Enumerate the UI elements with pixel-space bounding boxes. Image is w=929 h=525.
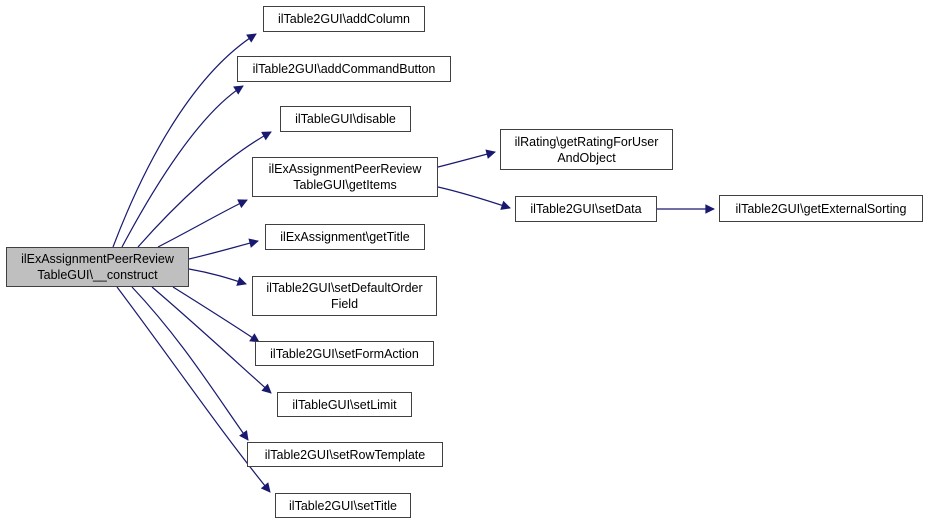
edge-construct-addcommandbutton (121, 85, 244, 248)
edge-getitems-getratingforuserandobject (437, 149, 496, 168)
edge-getitems-setdata (437, 186, 511, 210)
node-iltable2gui-setdefaultorderfield[interactable]: ilTable2GUI\setDefaultOrder Field (252, 276, 437, 316)
node-iltable2gui-addcolumn[interactable]: ilTable2GUI\addColumn (263, 6, 425, 32)
node-ilrating-getratingforuserandobject[interactable]: ilRating\getRatingForUser AndObject (500, 129, 673, 170)
edge-construct-disable (137, 131, 272, 248)
edge-construct-setrowtemplate (131, 286, 249, 441)
node-ilexassignmentpeerreviewtablegui-construct: ilExAssignmentPeerReview TableGUI\__cons… (6, 247, 189, 287)
node-iltablegui-disable[interactable]: ilTableGUI\disable (280, 106, 411, 132)
node-ilexassignment-gettitle[interactable]: ilExAssignment\getTitle (265, 224, 425, 250)
node-iltable2gui-getexternalsorting[interactable]: ilTable2GUI\getExternalSorting (719, 195, 923, 222)
node-iltable2gui-settitle[interactable]: ilTable2GUI\setTitle (275, 493, 411, 518)
node-ilexassignmentpeerreviewtablegui-getitems[interactable]: ilExAssignmentPeerReview TableGUI\getIte… (252, 157, 438, 197)
node-iltable2gui-setdata[interactable]: ilTable2GUI\setData (515, 196, 657, 222)
edge-construct-addcolumn (112, 33, 257, 248)
node-iltable2gui-setrowtemplate[interactable]: ilTable2GUI\setRowTemplate (247, 442, 443, 467)
edge-construct-setformaction (172, 286, 260, 343)
edge-construct-gettitle (188, 238, 259, 260)
node-iltable2gui-setformaction[interactable]: ilTable2GUI\setFormAction (255, 341, 434, 366)
edge-construct-setlimit (151, 286, 272, 394)
node-iltablegui-setlimit[interactable]: ilTableGUI\setLimit (277, 392, 412, 417)
edge-construct-getitems (157, 199, 248, 248)
edge-construct-settitle (116, 286, 271, 493)
node-iltable2gui-addcommandbutton[interactable]: ilTable2GUI\addCommandButton (237, 56, 451, 82)
edge-construct-setdefaultorderfield (188, 268, 247, 286)
